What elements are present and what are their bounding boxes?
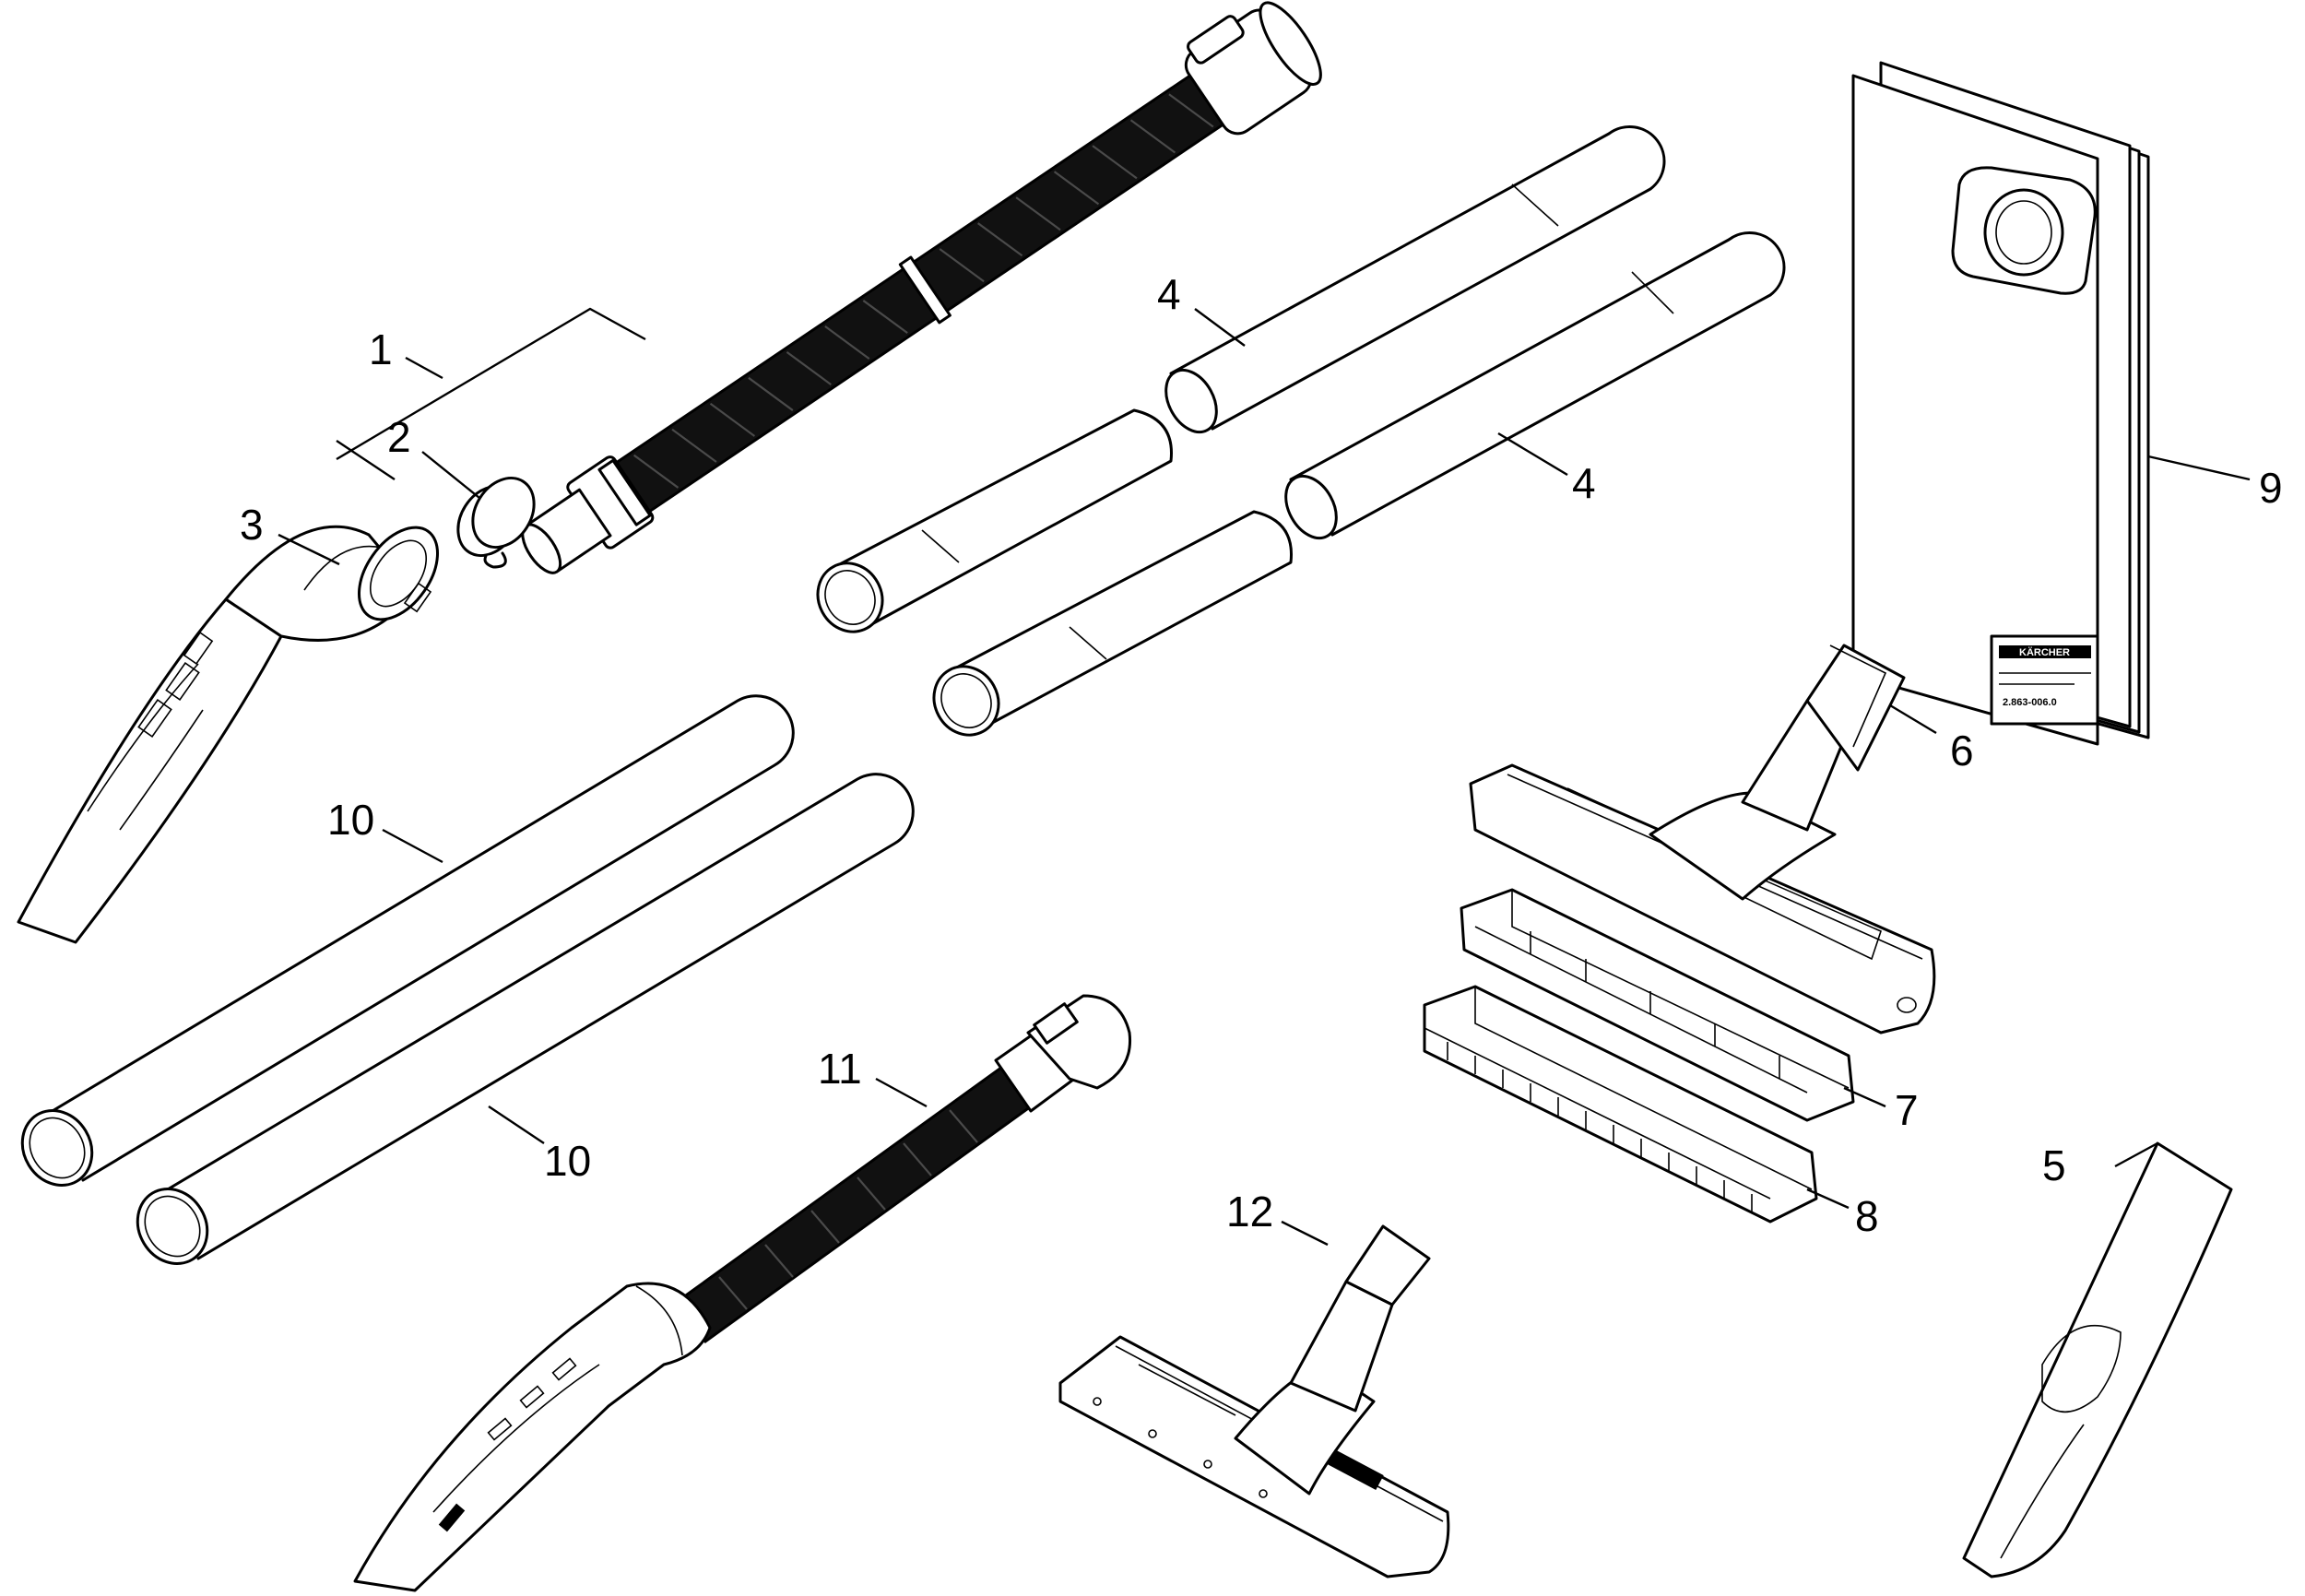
bag-collar	[1951, 166, 2097, 295]
extension-tube-part-4-lower	[932, 231, 1786, 737]
extension-tube-part-4-upper	[816, 125, 1666, 633]
callout-6: 6	[1950, 727, 1974, 774]
callout-2: 2	[387, 413, 411, 461]
callout-10b: 10	[544, 1137, 591, 1185]
leader-lines	[278, 308, 2251, 1247]
leader-8	[1806, 1188, 1850, 1210]
leader-9	[2147, 455, 2251, 481]
leader-11	[875, 1077, 928, 1108]
callout-7: 7	[1895, 1086, 1919, 1134]
leader-6	[1889, 703, 1937, 735]
leader-12	[1281, 1220, 1329, 1247]
long-tube-part-10-upper	[20, 694, 795, 1187]
leader-7	[1843, 1086, 1886, 1108]
floor-nozzle-part-6	[1469, 644, 1936, 1034]
callout-5: 5	[2042, 1141, 2066, 1189]
bracket-part-1	[336, 307, 646, 480]
hose-ribs	[632, 93, 1214, 489]
suction-hose-part-1	[521, 1, 1322, 574]
filter-bags-part-9: KÄRCHER 2.863-006.0	[1851, 61, 2150, 746]
leader-10b	[488, 1105, 545, 1144]
leader-4b	[1497, 432, 1568, 477]
clip-ring-part-2	[456, 477, 536, 569]
bag-label: KÄRCHER 2.863-006.0	[1990, 634, 2099, 726]
floor-nozzle-part-12	[1058, 1224, 1450, 1578]
leader-3	[278, 533, 340, 566]
leader-2	[421, 451, 480, 499]
callout-3: 3	[240, 501, 264, 549]
insert-strip-part-7	[1460, 888, 1855, 1122]
suction-hose-part-11	[353, 994, 1132, 1592]
leader-1	[405, 356, 443, 380]
leader-4a	[1194, 308, 1246, 347]
callout-1: 1	[369, 325, 393, 373]
leader-5	[2114, 1141, 2158, 1168]
callout-8: 8	[1855, 1192, 1879, 1240]
callout-11: 11	[818, 1045, 862, 1093]
crevice-nozzle-part-5	[1962, 1141, 2233, 1578]
hose-band	[898, 255, 952, 325]
callout-4b: 4	[1572, 459, 1596, 507]
callout-4a: 4	[1157, 270, 1181, 318]
callout-labels: 1 2 3 4 4 5 6 7 8 9 10 10 11 12	[240, 270, 2283, 1240]
leader-10a	[382, 828, 443, 864]
bag-part-number: 2.863-006.0	[2003, 697, 2057, 708]
callout-12: 12	[1226, 1188, 1273, 1235]
bag-brand: KÄRCHER	[2019, 646, 2070, 658]
callout-9: 9	[2259, 464, 2283, 512]
callout-10a: 10	[327, 796, 374, 844]
bent-handle-part-3	[17, 525, 440, 944]
brush-strip-part-8	[1423, 985, 1818, 1224]
long-tube-part-10-lower	[136, 773, 915, 1265]
